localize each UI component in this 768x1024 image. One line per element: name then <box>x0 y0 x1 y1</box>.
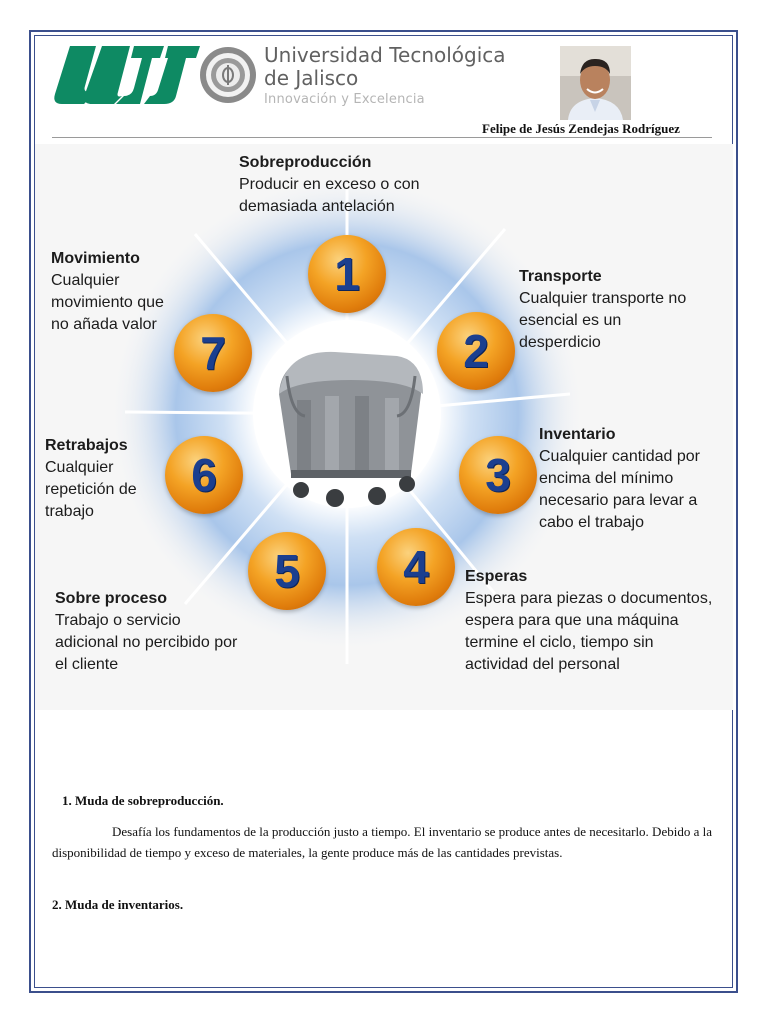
university-name: Universidad Tecnológica de Jalisco Innov… <box>264 44 506 111</box>
waste-label-2: Transporte Cualquier transporte no esenc… <box>519 266 699 354</box>
seal-icon <box>200 47 256 103</box>
waste-label-3: Inventario Cualquier cantidad por encima… <box>539 424 729 534</box>
number-circle-1: 1 <box>308 235 386 313</box>
waste-label-5: Sobre proceso Trabajo o servicio adicion… <box>55 588 245 676</box>
diagram-background <box>109 176 585 664</box>
waste-description: Cualquier cantidad por encima del mínimo… <box>539 448 700 531</box>
waste-label-4: Esperas Espera para piezas o documentos,… <box>465 566 717 676</box>
waste-title: Movimiento <box>51 250 140 267</box>
waste-title: Transporte <box>519 268 602 285</box>
number-circle-6: 6 <box>165 436 243 514</box>
section-heading-2: 2. Muda de inventarios. <box>52 897 184 912</box>
waste-title: Retrabajos <box>45 437 128 454</box>
waste-title: Sobreproducción <box>239 154 372 171</box>
waste-description: Espera para piezas o documentos, espera … <box>465 590 713 673</box>
number-circle-3: 3 <box>459 436 537 514</box>
waste-container-icon <box>279 351 423 507</box>
waste-title: Sobre proceso <box>55 590 168 607</box>
seven-wastes-diagram: 1 2 3 4 5 6 7 Sobreproducción Producir e… <box>35 144 733 710</box>
waste-title: Inventario <box>539 426 616 443</box>
university-tagline: Innovación y Excelencia <box>264 92 425 107</box>
number-circle-5: 5 <box>248 532 326 610</box>
section-heading-1: 1. Muda de sobreproducción. <box>62 793 224 808</box>
waste-label-6: Retrabajos Cualquier repetición de traba… <box>45 435 165 523</box>
waste-description: Trabajo o servicio adicional no percibid… <box>55 612 238 673</box>
waste-label-1: Sobreproducción Producir en exceso o con… <box>239 152 469 218</box>
waste-title: Esperas <box>465 568 528 585</box>
number-circle-2: 2 <box>437 312 515 390</box>
waste-description: Cualquier movimiento que no añada valor <box>51 272 164 333</box>
number-circle-7: 7 <box>174 314 252 392</box>
waste-description: Cualquier repetición de trabajo <box>45 459 137 520</box>
author-name: Felipe de Jesús Zendejas Rodríguez <box>482 121 680 136</box>
number-circle-4: 4 <box>377 528 455 606</box>
university-name-line1: Universidad Tecnológica <box>264 43 506 67</box>
page-border-outer <box>29 30 738 993</box>
waste-description: Cualquier transporte no esencial es un d… <box>519 290 687 351</box>
section-paragraph-1: Desafía los fundamentos de la producción… <box>52 824 712 860</box>
university-name-line2: de Jalisco <box>264 66 359 90</box>
waste-description: Producir en exceso o con demasiada antel… <box>239 176 420 215</box>
waste-label-7: Movimiento Cualquier movimiento que no a… <box>51 248 177 336</box>
utj-logo-icon <box>54 46 200 104</box>
author-photo <box>560 46 631 120</box>
header-divider <box>52 137 712 138</box>
